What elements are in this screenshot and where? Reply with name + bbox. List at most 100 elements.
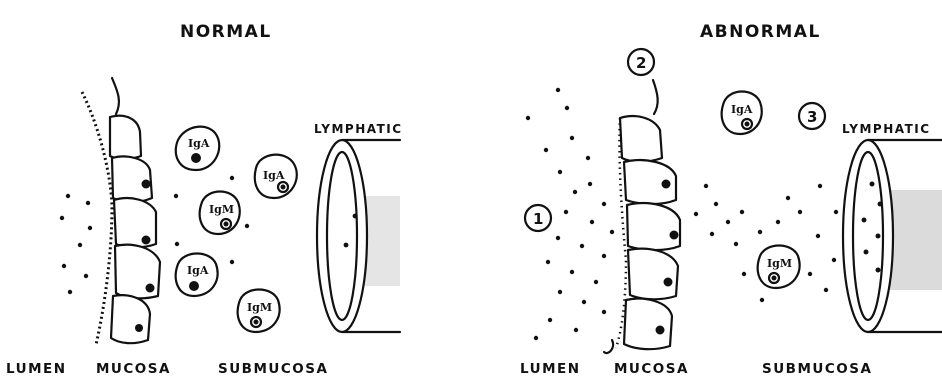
normal-plasma-cell-label: IgA: [187, 264, 209, 277]
abnormal-cell-4: [628, 249, 678, 300]
normal-lumen-label: LUMEN: [6, 361, 67, 377]
abnormal-marker-2: 2: [628, 49, 654, 75]
dot: [776, 220, 780, 224]
lymphatic-lumen-shading: [886, 190, 942, 290]
dot: [786, 196, 790, 200]
normal-submucosa-label: SUBMUCOSA: [218, 361, 328, 377]
dot: [558, 170, 562, 174]
normal-brush-border: [82, 92, 112, 345]
dot: [230, 260, 234, 264]
dot: [78, 243, 82, 247]
normal-lymphatic-vessel: LYMPHATIC: [314, 122, 403, 332]
normal-cell-2: [112, 157, 152, 203]
abnormal-marker-3: 3: [799, 103, 825, 129]
dot: [740, 210, 744, 214]
dot: [590, 220, 594, 224]
dot: [710, 232, 714, 236]
dot: [556, 236, 560, 240]
normal-cell-5-nucleus: [135, 324, 143, 332]
abnormal-marker-3-number: 3: [807, 108, 817, 126]
abnormal-cell-3-nucleus: [670, 231, 679, 240]
abnormal-title: ABNORMAL: [700, 22, 821, 42]
dot: [60, 216, 64, 220]
normal-plasma-cell-igm-1: IgM: [200, 192, 240, 235]
dot: [586, 156, 590, 160]
dot: [174, 194, 178, 198]
dot: [834, 210, 838, 214]
dot: [558, 290, 562, 294]
plasma-cell-nucleus: [191, 153, 201, 163]
dot: [610, 230, 614, 234]
dot: [694, 212, 698, 216]
normal-cell-3-nucleus: [142, 236, 151, 245]
lymphatic-outer-wall: [843, 140, 893, 332]
abnormal-panel: ABNORMAL 2 1: [520, 22, 942, 377]
dot: [245, 224, 249, 228]
abnormal-epithelium: [604, 80, 680, 353]
dot: [808, 272, 812, 276]
dot: [818, 184, 822, 188]
dot: [758, 230, 762, 234]
normal-lumen-dots: [60, 194, 92, 294]
normal-plasma-cell-label: IgA: [188, 137, 210, 150]
normal-title: NORMAL: [180, 22, 272, 42]
normal-cell-5: [111, 295, 150, 343]
dot: [230, 176, 234, 180]
normal-lymphatic-label: LYMPHATIC: [314, 122, 403, 136]
dot: [544, 148, 548, 152]
normal-plasma-cell-label: IgM: [247, 301, 272, 314]
normal-plasma-cell-igm-2: IgM: [238, 290, 280, 333]
abnormal-plasma-cell-iga: IgA: [722, 92, 762, 135]
dot: [68, 290, 72, 294]
normal-plasma-cell-iga-2: IgA: [255, 155, 297, 198]
abnormal-mucosa-label: MUCOSA: [614, 361, 689, 377]
dot: [570, 270, 574, 274]
normal-cell-1: [110, 116, 141, 159]
normal-epithelium: [82, 78, 160, 345]
abnormal-plasma-cell-igm: IgM: [758, 246, 800, 289]
dot: [546, 260, 550, 264]
dot: [816, 234, 820, 238]
dot: [824, 288, 828, 292]
abnormal-plasma-cell-label: IgM: [767, 257, 792, 270]
normal-panel: NORMAL: [6, 22, 403, 377]
dot: [742, 272, 746, 276]
dot: [574, 328, 578, 332]
dot: [570, 136, 574, 140]
abnormal-plasma-cell-label: IgA: [731, 103, 753, 116]
abnormal-lymphatic-label: LYMPHATIC: [842, 122, 931, 136]
dot: [602, 202, 606, 206]
dot: [602, 254, 606, 258]
abnormal-cell-3: [627, 203, 680, 250]
dot: [798, 210, 802, 214]
abnormal-lymphatic-vessel: LYMPHATIC: [842, 122, 942, 332]
dot: [760, 298, 764, 302]
dot: [582, 300, 586, 304]
dot: [564, 210, 568, 214]
dot: [526, 116, 530, 120]
abnormal-cell-5: [624, 299, 672, 350]
abnormal-cell-1: [620, 116, 662, 162]
abnormal-marker-2-number: 2: [636, 54, 646, 72]
dot: [588, 182, 592, 186]
dot: [84, 274, 88, 278]
dot: [62, 264, 66, 268]
normal-plasma-cell-iga-1: IgA: [176, 127, 219, 170]
abnormal-marker-1-number: 1: [533, 210, 543, 228]
abnormal-marker-1: 1: [525, 205, 551, 231]
dot: [175, 242, 179, 246]
normal-plasma-cell-label: IgM: [209, 203, 234, 216]
abnormal-submucosa-label: SUBMUCOSA: [762, 361, 872, 377]
normal-epithelium-top-edge: [112, 78, 119, 114]
abnormal-epithelium-top-edge: [653, 80, 658, 114]
dot: [714, 202, 718, 206]
normal-mucosa-label: MUCOSA: [96, 361, 171, 377]
dot: [602, 310, 606, 314]
dot: [704, 184, 708, 188]
abnormal-cell-5-nucleus: [656, 326, 665, 335]
normal-cell-2-nucleus: [142, 180, 151, 189]
dot: [548, 318, 552, 322]
abnormal-lumen-label: LUMEN: [520, 361, 581, 377]
lymphatic-outer-wall: [317, 140, 367, 332]
